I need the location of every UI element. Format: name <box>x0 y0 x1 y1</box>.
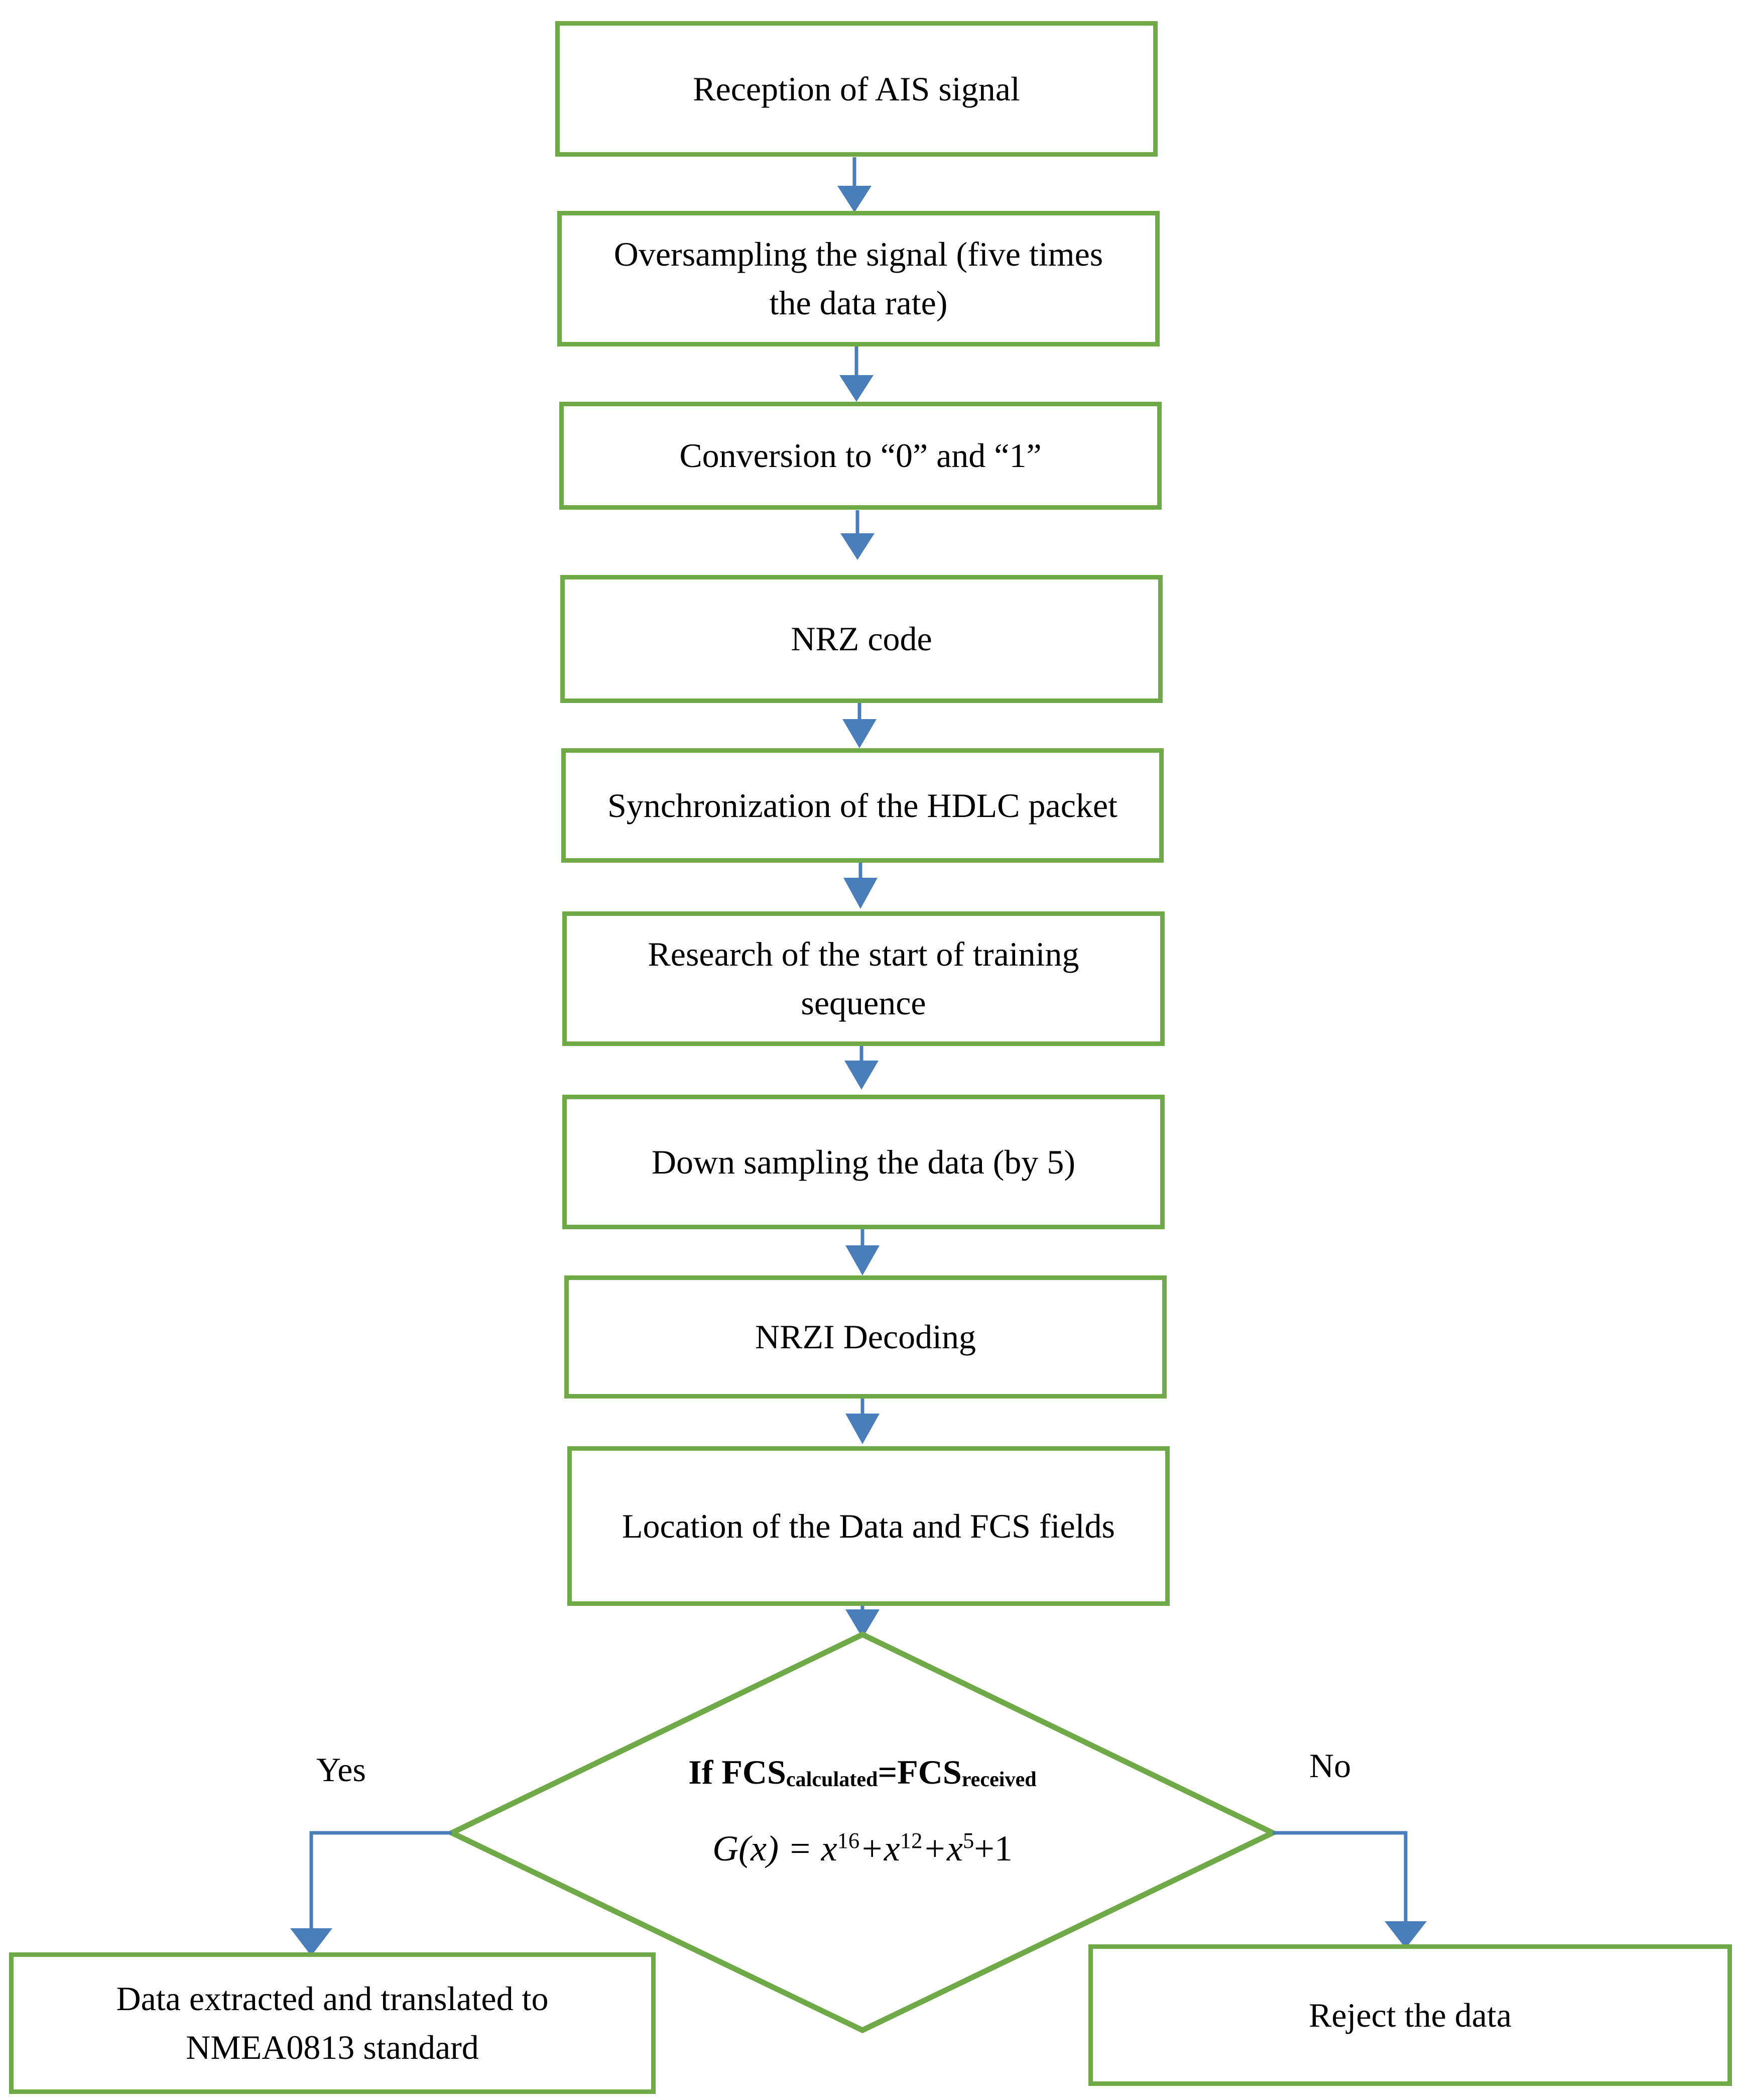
decision-formula-text: G(x) = x16+x12+x5+1 <box>712 1828 1013 1869</box>
node-reception-of-ais-signal[interactable]: Reception of AIS signal <box>555 21 1158 157</box>
edge-n6-n7 <box>844 1046 879 1090</box>
edge-n3-n4 <box>840 510 875 560</box>
node-down-sampling-the-data[interactable]: Down sampling the data (by 5) <box>562 1095 1165 1229</box>
node-label: Research of the start of training sequen… <box>648 935 1079 1022</box>
node-label: Oversampling the signal (five times the … <box>613 235 1103 322</box>
edge-n8-n9 <box>845 1398 880 1444</box>
node-label: NRZ code <box>791 620 932 658</box>
node-label: Synchronization of the HDLC packet <box>607 786 1118 825</box>
node-label: Reception of AIS signal <box>693 69 1020 108</box>
node-label: Down sampling the data (by 5) <box>651 1142 1076 1181</box>
formula-exponent-16: 16 <box>837 1828 860 1853</box>
decision-condition-prefix: If FCS <box>688 1753 786 1791</box>
node-label: Conversion to “0” and “1” <box>679 436 1042 475</box>
decision-subscript-calculated: calculated <box>786 1768 878 1792</box>
node-label: Location of the Data and FCS fields <box>622 1506 1115 1545</box>
edge-n9-decision <box>845 1606 880 1638</box>
formula-lhs: G(x) = x <box>712 1828 837 1869</box>
node-label: NRZI Decoding <box>755 1318 976 1356</box>
edge-no-branch <box>1273 1831 1427 1948</box>
edge-n1-n2 <box>837 157 872 212</box>
decision-condition-eq: =FCS <box>878 1753 962 1791</box>
node-label: Reject the data <box>1308 1996 1512 2034</box>
branch-label-no: No <box>1309 1746 1351 1785</box>
formula-exponent-12: 12 <box>900 1828 923 1853</box>
formula-plus-2: +x <box>922 1828 963 1869</box>
node-location-of-the-data-and-fcs-fields[interactable]: Location of the Data and FCS fields <box>567 1446 1170 1606</box>
formula-exponent-5: 5 <box>962 1828 974 1853</box>
node-label: Data extracted and translated to NMEA081… <box>116 1979 549 2066</box>
node-research-of-the-start-of-training-sequence[interactable]: Research of the start of training sequen… <box>562 911 1165 1046</box>
node-synchronization-of-the-hdlc-packet[interactable]: Synchronization of the HDLC packet <box>561 748 1164 863</box>
node-data-extracted-and-translated[interactable]: Data extracted and translated to NMEA081… <box>9 1952 656 2094</box>
formula-tail: +1 <box>974 1828 1013 1869</box>
node-nrzi-decoding[interactable]: NRZI Decoding <box>564 1275 1167 1398</box>
edge-n5-n6 <box>843 863 878 909</box>
edge-n7-n8 <box>845 1229 880 1275</box>
node-conversion-to-0-and-1[interactable]: Conversion to “0” and “1” <box>559 402 1162 510</box>
decision-subscript-received: received <box>961 1768 1037 1792</box>
decision-condition-text: If FCScalculated=FCSreceived <box>688 1753 1037 1792</box>
node-nrz-code[interactable]: NRZ code <box>560 575 1163 703</box>
edge-n4-n5 <box>842 703 877 748</box>
edge-yes-branch <box>290 1831 452 1956</box>
node-reject-the-data[interactable]: Reject the data <box>1088 1944 1732 2086</box>
edge-n2-n3 <box>839 346 874 402</box>
formula-plus-1: +x <box>859 1828 900 1869</box>
node-oversampling-the-signal[interactable]: Oversampling the signal (five times the … <box>557 211 1160 346</box>
branch-label-yes: Yes <box>316 1751 366 1789</box>
